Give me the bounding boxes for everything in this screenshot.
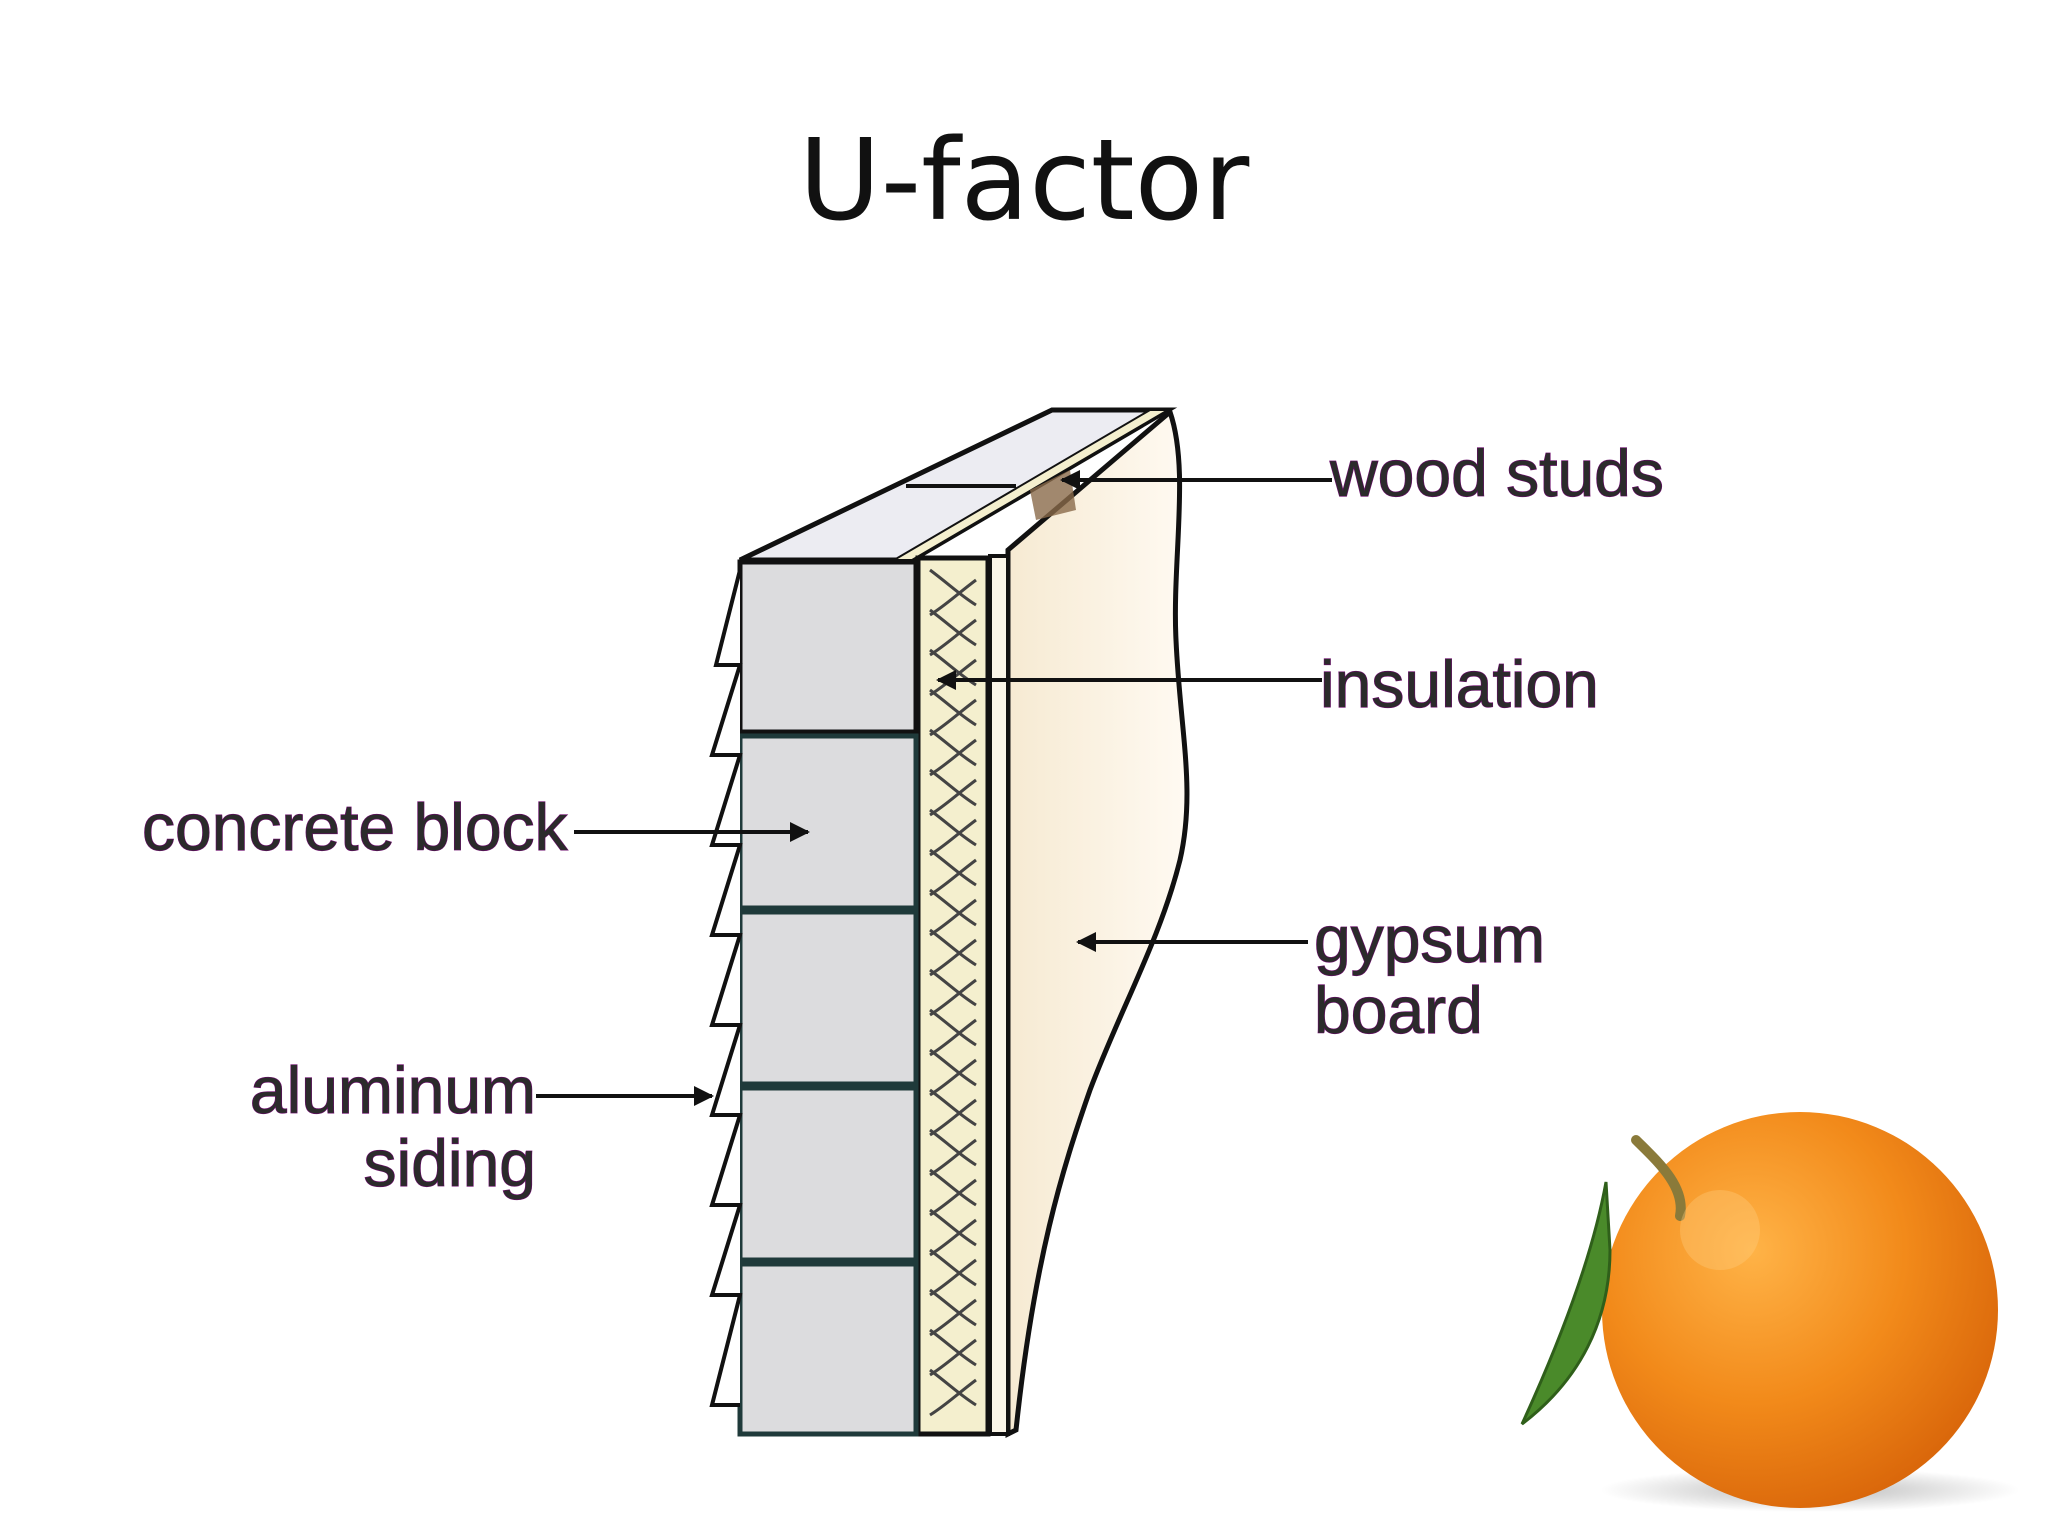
aluminum-siding [709,569,743,1407]
slide-title: U-factor [798,116,1250,246]
wall-top [738,407,1178,563]
label-board: board [1314,973,1483,1047]
concrete-block-2 [737,733,919,911]
label-arrows [536,470,1332,1106]
label-wood-studs: wood studs [1329,436,1664,510]
label-concrete-block: concrete block [142,790,569,864]
diagram-labels: wood studs insulation concrete block gyp… [141,435,1664,1200]
orange-stem [1631,1135,1686,1221]
concrete-block-5 [737,1261,919,1437]
label-gypsum: gypsum [1314,902,1545,976]
concrete-block-1 [737,559,919,735]
label-siding: siding [364,1126,536,1200]
gypsum-board [1005,407,1190,1439]
insulation-layer [915,554,1010,1437]
label-aluminum: aluminum [250,1053,536,1127]
concrete-blocks [737,559,919,1437]
orange-image [1520,1112,2020,1512]
concrete-block-4 [737,1085,919,1263]
concrete-block-3 [737,909,919,1087]
orange-leaf [1520,1181,1612,1426]
label-insulation: insulation [1320,647,1599,721]
